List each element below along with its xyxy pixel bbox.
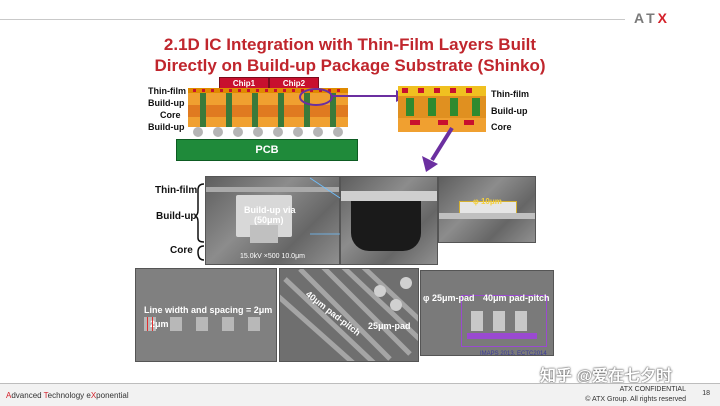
line-dimension: 2μm (150, 319, 169, 329)
pad-pitch-box-label: 40μm pad-pitch (483, 293, 550, 303)
watermark: 知乎 @爱在七夕时 (540, 368, 673, 385)
sem-pad-array: φ 25μm-pad 40μm pad-pitch (420, 270, 554, 356)
detail-dimension: φ 10μm (473, 197, 502, 206)
line-spacing-text: Line width and spacing = 2μm (144, 305, 273, 315)
zoom-label-core: Core (491, 122, 512, 132)
via-size: (50μm) (254, 215, 284, 225)
confidential-text: ATX CONFIDENTIAL (619, 386, 686, 393)
sem-thin-film-detail: φ 10μm (438, 176, 536, 243)
pad-phi-label: φ 25μm-pad (423, 293, 475, 303)
zoom-lines (309, 177, 341, 235)
header-rule (0, 19, 625, 20)
via-text: Build-up via (244, 205, 296, 215)
page-number: 18 (702, 390, 710, 397)
xs-label-thin-film: Thin-film (155, 185, 198, 196)
sem-pad-pitch-traces: 40μm pad-pitch 25μm-pad (279, 268, 419, 362)
pad-size-label: 25μm-pad (368, 321, 411, 331)
zoom-layer-drawing (398, 86, 486, 132)
zoom-label-thin-film: Thin-film (491, 89, 529, 99)
footer: Advanced Technology eXponential ATX CONF… (0, 383, 720, 406)
xs-label-build-up: Build-up (156, 211, 197, 222)
sem-build-up-via: Build-up via (50μm) 15.0kV ×500 10.0μm (205, 176, 340, 265)
sem-via-closeup (340, 176, 438, 265)
zoom-label-build-up: Build-up (491, 106, 528, 116)
copyright-text: © ATX Group. All rights reserved (585, 396, 686, 403)
substrate-layers (188, 88, 348, 137)
atx-logo: ATX (634, 10, 670, 26)
sem-line-spacing: Line width and spacing = 2μm 2μm (135, 268, 277, 362)
label-build-up-bottom: Build-up (148, 122, 185, 132)
label-build-up-top: Build-up (148, 98, 185, 108)
reference-text: IMAPS 2013, ECTC2014 (480, 351, 547, 357)
slide-title: 2.1D IC Integration with Thin-Film Layer… (100, 34, 600, 76)
title-line-2: Directly on Build-up Package Substrate (… (154, 56, 546, 75)
pcb-board: PCB (176, 139, 358, 161)
footer-tagline: Advanced Technology eXponential (6, 391, 129, 400)
title-line-1: 2.1D IC Integration with Thin-Film Layer… (163, 35, 537, 54)
down-arrow (422, 126, 454, 172)
sem-scale-text: 15.0kV ×500 10.0μm (240, 253, 305, 260)
label-thin-film: Thin-film (148, 86, 186, 96)
xs-label-core: Core (170, 245, 193, 256)
footer-legal: ATX CONFIDENTIAL © ATX Group. All rights… (585, 385, 686, 405)
layer-braces (196, 183, 205, 261)
label-core: Core (160, 110, 181, 120)
